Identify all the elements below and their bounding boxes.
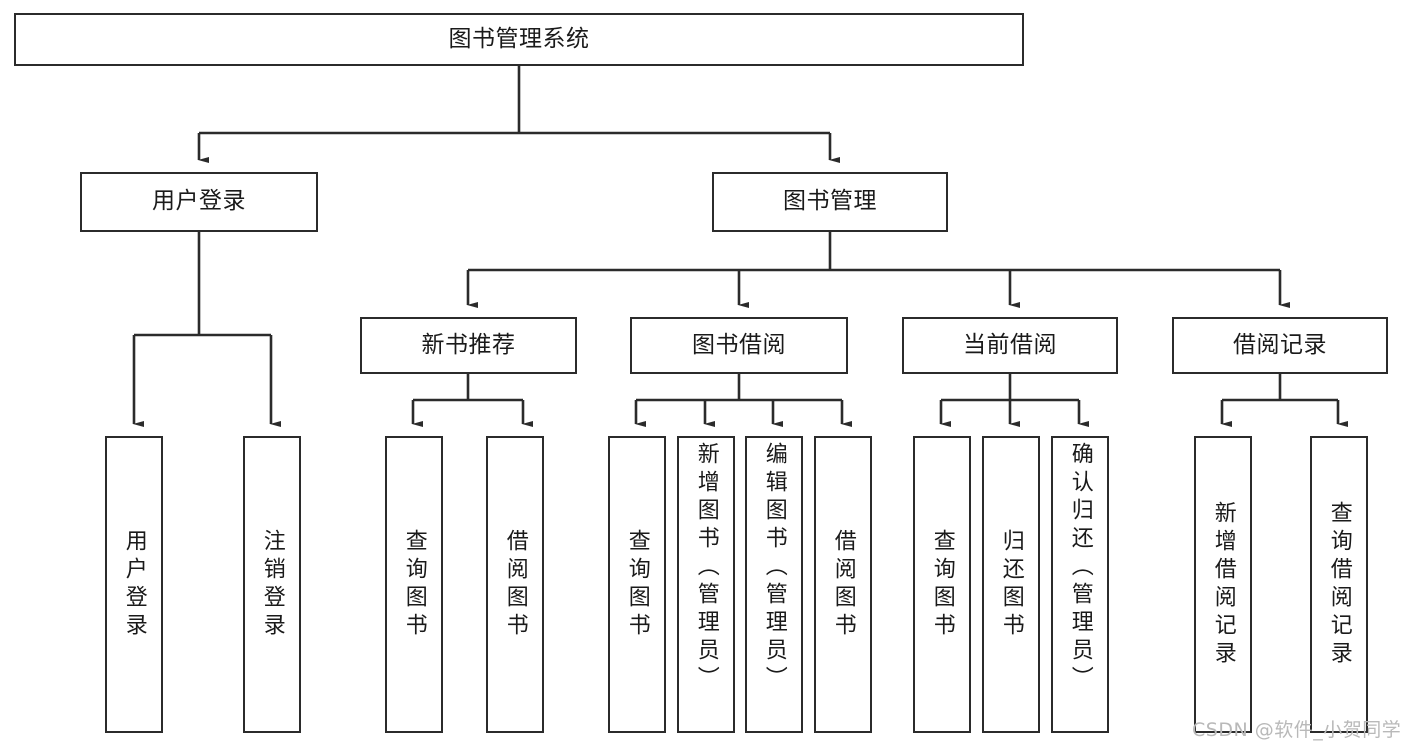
leaf-borrow-book-2[interactable]: 借阅图书: [814, 436, 872, 733]
node-current-borrow-label: 当前借阅: [963, 331, 1057, 358]
node-new-book-rec[interactable]: 新书推荐: [360, 317, 577, 374]
leaf-query-record-label: 查询借阅记录: [1326, 500, 1352, 669]
leaf-query-book-2[interactable]: 查询图书: [608, 436, 666, 733]
leaf-confirm-return-label: 确认归还（管理员）: [1067, 442, 1093, 694]
leaf-query-book-1[interactable]: 查询图书: [385, 436, 443, 733]
leaf-edit-book-label: 编辑图书（管理员）: [761, 442, 787, 694]
node-borrow-record-label: 借阅记录: [1233, 331, 1327, 358]
leaf-borrow-book-1-label: 借阅图书: [502, 528, 528, 641]
leaf-confirm-return[interactable]: 确认归还（管理员）: [1051, 436, 1109, 733]
leaf-query-book-2-label: 查询图书: [624, 528, 650, 641]
leaf-logout[interactable]: 注销登录: [243, 436, 301, 733]
leaf-add-book-label: 新增图书（管理员）: [693, 442, 719, 694]
node-current-borrow[interactable]: 当前借阅: [902, 317, 1118, 374]
node-user-login[interactable]: 用户登录: [80, 172, 318, 232]
leaf-user-login-label: 用户登录: [121, 528, 147, 641]
leaf-user-login[interactable]: 用户登录: [105, 436, 163, 733]
leaf-query-book-3[interactable]: 查询图书: [913, 436, 971, 733]
node-new-book-rec-label: 新书推荐: [421, 331, 516, 358]
leaf-add-record-label: 新增借阅记录: [1210, 500, 1236, 669]
leaf-borrow-book-2-label: 借阅图书: [830, 528, 856, 641]
node-user-login-label: 用户登录: [152, 188, 246, 215]
leaf-query-record[interactable]: 查询借阅记录: [1310, 436, 1368, 733]
watermark-text: CSDN @软件_小贺同学: [1192, 719, 1402, 741]
leaf-add-book[interactable]: 新增图书（管理员）: [677, 436, 735, 733]
node-root-label: 图书管理系统: [448, 25, 590, 52]
leaf-return-book[interactable]: 归还图书: [982, 436, 1040, 733]
leaf-query-book-3-label: 查询图书: [929, 528, 955, 641]
leaf-query-book-1-label: 查询图书: [401, 528, 427, 641]
node-book-manage-label: 图书管理: [783, 188, 877, 215]
node-borrow-record[interactable]: 借阅记录: [1172, 317, 1388, 374]
leaf-add-record[interactable]: 新增借阅记录: [1194, 436, 1252, 733]
leaf-edit-book[interactable]: 编辑图书（管理员）: [745, 436, 803, 733]
node-book-borrow[interactable]: 图书借阅: [630, 317, 848, 374]
node-book-borrow-label: 图书借阅: [692, 331, 786, 358]
leaf-logout-label: 注销登录: [259, 528, 285, 641]
node-root[interactable]: 图书管理系统: [14, 13, 1024, 66]
node-book-manage[interactable]: 图书管理: [712, 172, 948, 232]
leaf-borrow-book-1[interactable]: 借阅图书: [486, 436, 544, 733]
leaf-return-book-label: 归还图书: [998, 528, 1024, 641]
